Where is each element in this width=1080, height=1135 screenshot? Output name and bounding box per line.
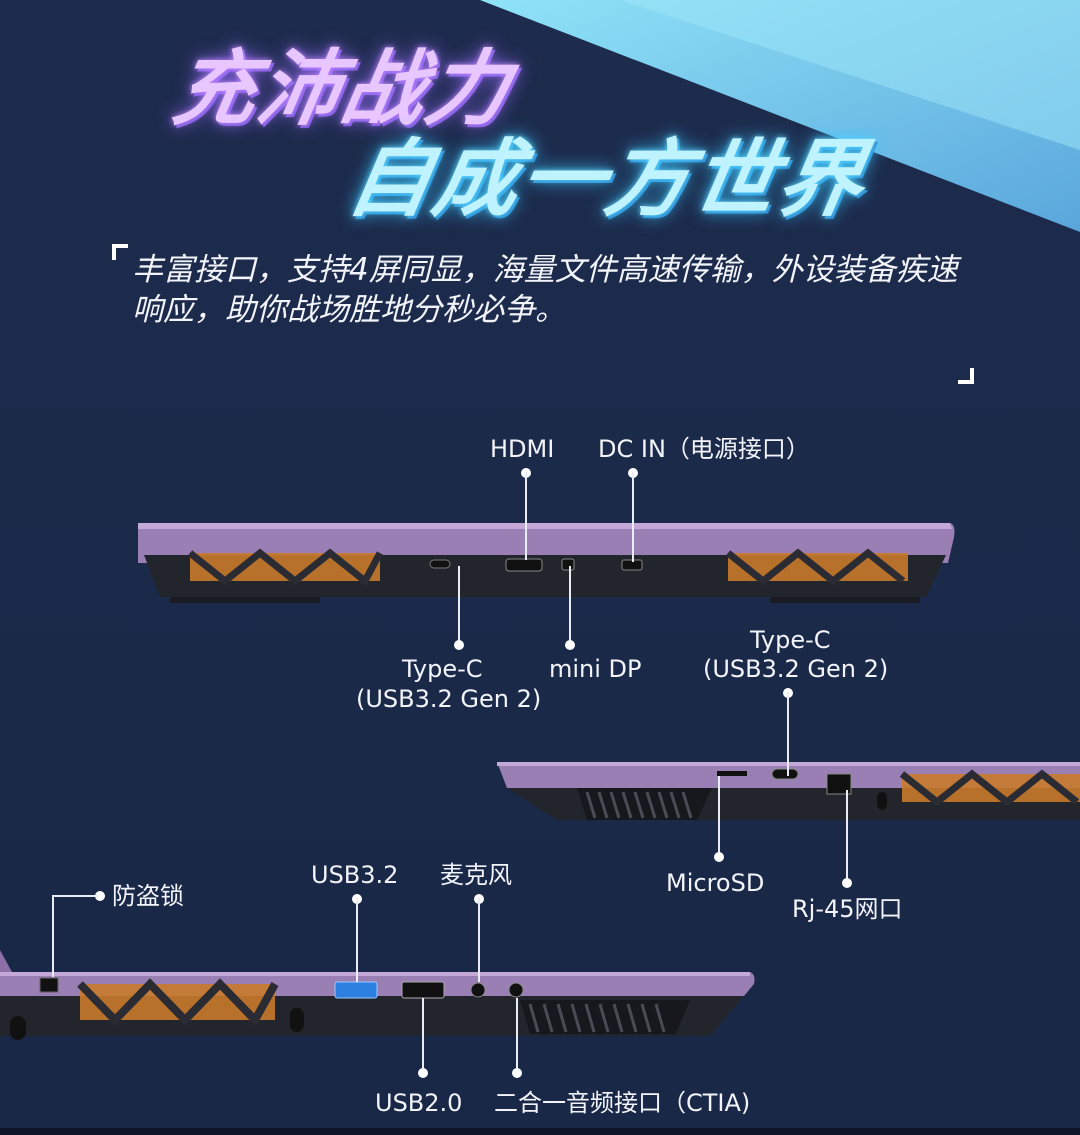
label-usb20: USB2.0 [375,1089,463,1117]
label-usb32: USB3.2 [311,861,399,889]
pointer-dot-usb20 [418,1068,428,1078]
pointer-line-usb32 [356,898,358,982]
pointer-line-mini-dp [569,566,571,646]
label-lock: 防盗锁 [112,882,184,910]
label-mic: 麦克风 [440,861,512,889]
label-right-typec-2: (USB3.2 Gen 2) [703,655,889,683]
quote-bracket-close [958,368,974,384]
label-mini-dp: mini DP [549,655,642,683]
pointer-line-rear-typec [458,566,460,646]
label-rear-typec-2: (USB3.2 Gen 2) [356,685,542,713]
pointer-hline-lock [52,895,98,897]
pointer-line-usb20 [422,998,424,1072]
laptop-left-side-view [0,950,755,1040]
pointer-dot-microsd [714,852,724,862]
pointer-line-hdmi [525,472,527,560]
label-rj45: Rj-45网口 [792,895,903,923]
pointer-dot-rear-typec [454,640,464,650]
pointer-line-mic [478,898,480,982]
pointer-dot-mini-dp [565,640,575,650]
pointer-line-audio [516,998,518,1072]
label-rear-typec-1: Type-C [402,655,483,683]
laptop-rear-view [138,523,955,603]
label-right-typec-1: Type-C [750,626,831,654]
pointer-dot-rj45 [842,878,852,888]
label-hdmi: HDMI [490,435,555,463]
quote-bracket-open [112,244,128,260]
pointer-line-dc-in [632,472,634,562]
decorative-cyan-band [480,0,1080,232]
pointer-line-microsd [718,776,720,856]
label-microsd: MicroSD [666,869,765,897]
label-audio: 二合一音频接口（CTIA) [494,1089,751,1117]
label-dc-in: DC IN（电源接口） [598,435,810,463]
pointer-dot-lock [95,891,105,901]
pointer-line-rj45 [846,790,848,882]
intro-text: 丰富接口，支持4屏同显，海量文件高速传输，外设装备疾速响应，助你战场胜地分秒必争… [132,252,958,328]
pointer-line-lock [52,895,54,977]
bottom-edge [0,1128,1080,1135]
headline-line-2: 自成一方世界 [340,130,874,228]
pointer-line-right-typec [787,692,789,776]
pointer-dot-audio [512,1068,522,1078]
